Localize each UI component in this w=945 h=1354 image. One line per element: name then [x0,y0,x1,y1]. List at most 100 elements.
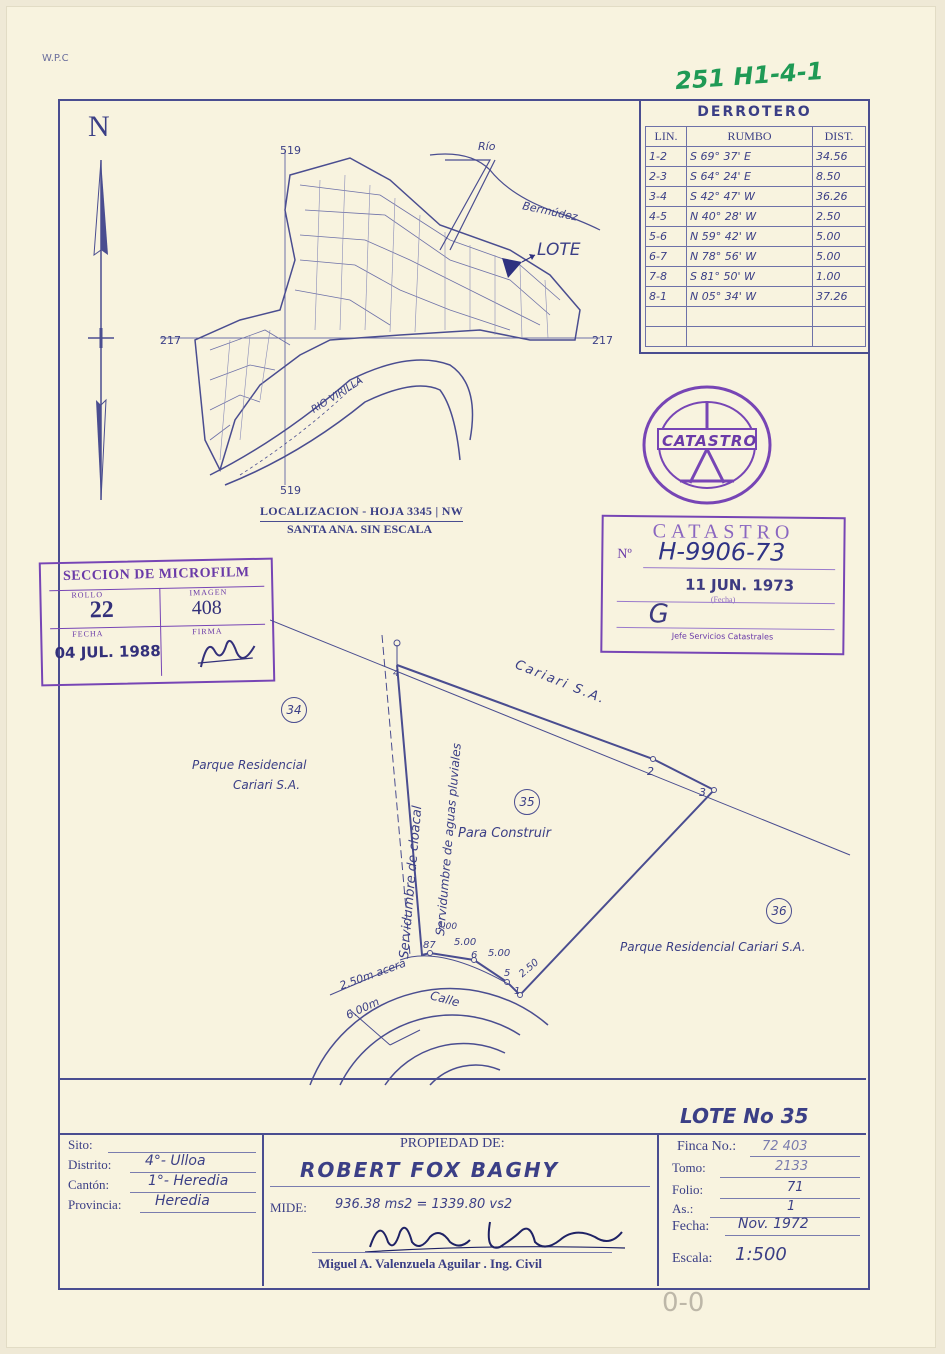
stamp-rule [643,567,836,571]
derrotero-cell-rumbo: N 40° 28' W [686,206,813,227]
lot-34-marker: 34 [281,697,307,723]
vertex-87: 87 [423,940,436,951]
derrotero-cell-rumbo: N 59° 42' W [686,226,813,247]
derrotero-cell-rumbo: N 78° 56' W [686,246,813,267]
as-value: 1 [787,1199,796,1214]
lot-35-marker: 35 [514,789,540,815]
owner-name: ROBERT FOX BAGHY [300,1158,560,1182]
dim-5-00-b: 5.00 [488,948,511,959]
derrotero-cell-empty [812,306,866,327]
vertex-3: 3 [699,786,706,799]
derrotero-cell-lin: 3-4 [645,186,687,207]
derrotero-cell-dist: 37.26 [812,286,866,307]
map-label-rio: Río [478,140,496,153]
title-block [58,1133,866,1288]
distrito-rule [130,1172,256,1173]
canton-rule [130,1192,256,1193]
tomo-label: Tomo: [672,1160,706,1175]
plan-label-parque-right: Parque Residencial Cariari S.A. [620,940,806,954]
map-label-lote: LOTE [537,240,581,260]
title-block-divider-1 [262,1133,264,1286]
map-coord-right: 217 [592,334,613,347]
derrotero-cell-lin: 5-6 [645,226,687,247]
lot-36-marker: 36 [766,898,792,924]
microfilm-title: SECCION DE MICROFILM [62,565,250,584]
derrotero-cell-dist: 36.26 [812,186,866,207]
fecha-rule [725,1235,860,1236]
as-rule [710,1217,860,1218]
map-coord-top: 519 [280,144,301,157]
derrotero-cell-empty [686,306,813,327]
escala-label: Escala: [672,1251,713,1266]
sito-rule [108,1152,256,1153]
derrotero-cell-dist: 2.50 [812,206,866,227]
lote-title: LOTE No 35 [680,1104,809,1128]
survey-plan [270,619,851,1086]
mide-label: MIDE: [270,1200,307,1215]
plan-label-para-construir: Para Construir [458,826,551,841]
dim-1-00: 1.00 [437,922,458,932]
folio-rule [720,1198,860,1199]
derrotero-cell-rumbo: S 64° 24' E [686,166,813,187]
derrotero-cell-empty [686,326,813,347]
tomo-value: 2133 [775,1159,809,1174]
derrotero-cell-dist: 5.00 [812,226,866,247]
catastro-stamp-no-label: Nº [617,546,632,563]
seal-center-text: CATASTRO [662,432,758,450]
derrotero-title: DERROTERO [697,104,812,120]
map-caption-1: LOCALIZACION - HOJA 3345 | NW [260,504,464,522]
north-label: N [88,110,110,143]
map-coord-bottom: 519 [280,484,301,497]
sito-label: Sito: [68,1137,93,1152]
microfilm-imagen-value: 408 [191,596,222,620]
as-label: As.: [672,1201,694,1216]
microfilm-rollo-value: 22 [89,596,115,624]
location-map [160,150,601,486]
derrotero-cell-empty [645,326,687,347]
catastro-stamp-date: 11 JUN. 1973 [684,575,795,595]
north-arrow-icon [88,159,114,501]
plan-label-parque-left-2: Cariari S.A. [233,778,301,792]
derrotero-cell-rumbo: S 42° 47' W [686,186,813,207]
provincia-rule [140,1212,256,1213]
derrotero-cell-lin: 7-8 [645,266,687,287]
micro-rule-v [159,587,163,676]
derrotero-cell-empty [812,326,866,347]
microfilm-fecha-value: 04 JUL. 1988 [54,641,161,663]
finca-label: Finca No.: [677,1139,737,1154]
micro-rule-2 [50,623,266,630]
derrotero-row-empty [645,326,866,347]
derrotero-cell-lin: 1-2 [645,146,687,167]
lot-36-label: 36 [771,904,787,918]
plan-bottom-rule [58,1078,866,1080]
canton-label: Cantón: [68,1177,110,1192]
pencil-note: 0-0 [662,1288,705,1318]
plan-label-parque-left-1: Parque Residencial [192,758,307,772]
canton-value: 1°- Heredia [148,1173,229,1189]
finca-value: 72 403 [762,1139,808,1154]
microfilm-fecha-label: FECHA [72,629,104,639]
derrotero-cell-dist: 1.00 [812,266,866,287]
vertex-1: 1 [514,986,521,997]
vertex-5: 5 [504,968,511,979]
distrito-label: Distrito: [68,1157,112,1172]
derrotero-cell-rumbo: S 81° 50' W [686,266,813,287]
map-coord-left: 217 [160,334,181,347]
vertex-4: 4 [393,668,400,679]
microfilm-imagen-label: IMAGEN [189,587,228,598]
derrotero-cell-lin: 8-1 [645,286,687,307]
mide-value: 936.38 ms2 = 1339.80 vs2 [335,1197,513,1212]
derrotero-cell-lin: 6-7 [645,246,687,267]
fecha-label: Fecha: [672,1219,710,1234]
provincia-label: Provincia: [68,1197,122,1212]
drawing-frame [58,99,870,1290]
col-lin: LIN. [645,126,687,147]
tomo-rule [720,1177,860,1178]
